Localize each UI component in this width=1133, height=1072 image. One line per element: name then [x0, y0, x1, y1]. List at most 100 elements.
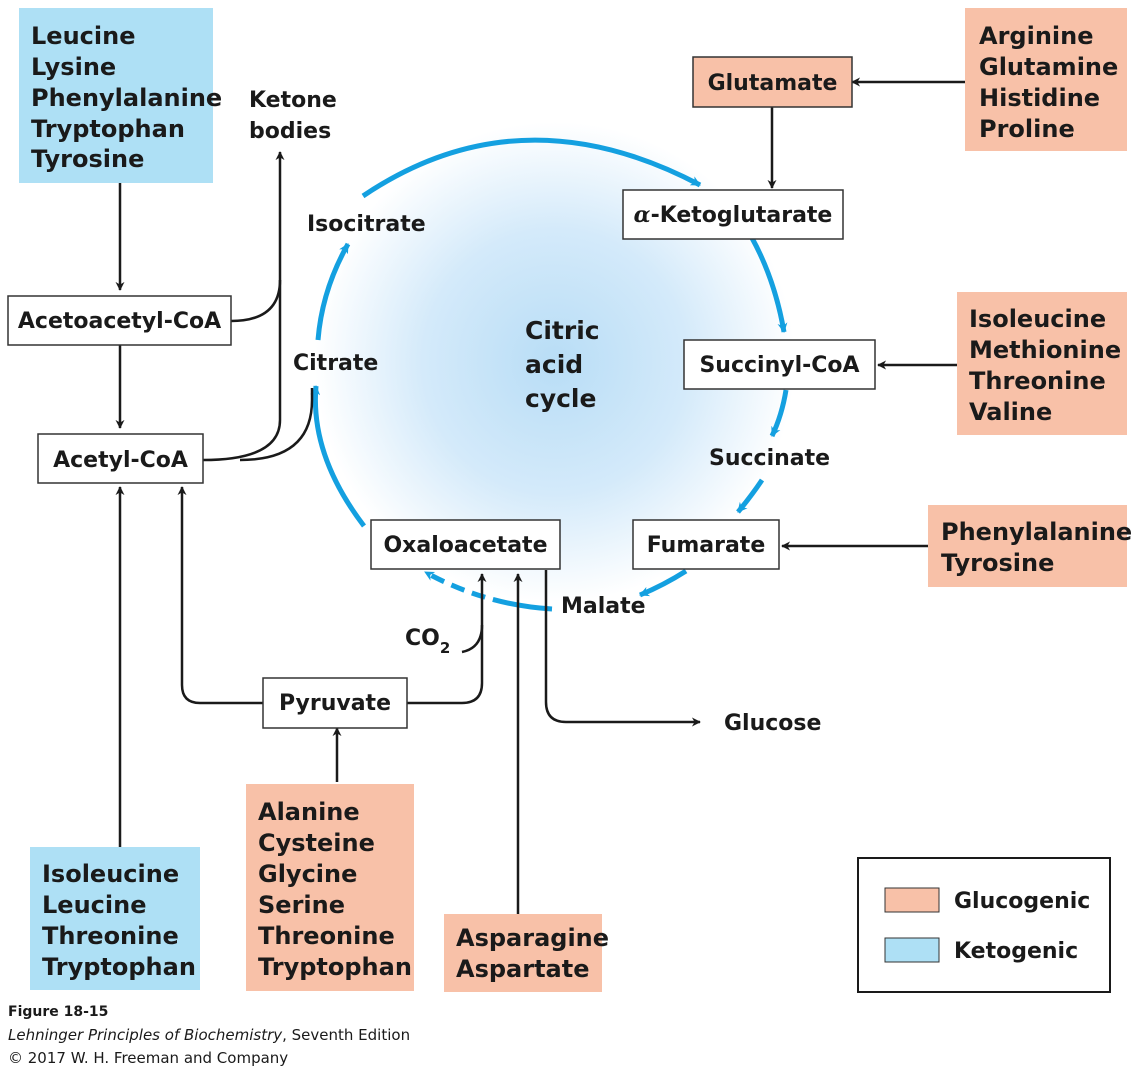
legend-swatch-ketogenic	[884, 937, 940, 963]
amino-acid-name: Isoleucine	[969, 305, 1106, 333]
cycle-arrow-fumarate-to-malate	[639, 568, 688, 598]
intermediate-pyruvate: Pyruvate	[262, 677, 408, 729]
cycle-arrow-succinate-to-fumarate	[736, 478, 765, 514]
arrow-acetyl-to-citrate	[239, 388, 314, 462]
amino-acid-name: Threonine	[969, 367, 1106, 395]
intermediate-box	[692, 56, 853, 108]
cycle-title: Citric	[525, 316, 600, 345]
arrow-acetyl-to-ketone	[202, 280, 282, 462]
copyright: © 2017 W. H. Freeman and Company	[8, 1049, 288, 1067]
co2-label: CO2	[405, 626, 450, 657]
amino-acid-name: Threonine	[42, 922, 179, 950]
cycle-title: acid	[525, 350, 583, 379]
arrow-pyruvate-to-oxaloacetate	[407, 573, 487, 705]
cycle-arrows	[310, 137, 789, 612]
intermediate-box	[37, 433, 204, 484]
intermediate-acetyl-coa: Acetyl-CoA	[37, 433, 204, 484]
amino-acid-name: Serine	[258, 891, 345, 919]
glucose-label: Glucose	[724, 711, 821, 736]
intermediate-label: α-Ketoglutarate	[634, 202, 833, 228]
amino-acid-name: Leucine	[31, 22, 135, 50]
amino-acid-name: Threonine	[258, 922, 395, 950]
connector-arrows	[115, 77, 965, 914]
group-box	[444, 914, 602, 992]
intermediate-box	[683, 339, 876, 390]
book-citation: Lehninger Principles of Biochemistry, Se…	[8, 1026, 410, 1044]
amino-acid-name: Proline	[979, 115, 1075, 143]
group-box	[30, 847, 200, 990]
amino-acid-group-fumarate: Phenylalanine Tyrosine	[928, 505, 1132, 587]
intermediate-box	[632, 519, 780, 570]
amino-acid-name: Tryptophan	[258, 953, 412, 981]
amino-acid-group-keto-top: Leucine Lysine Phenylalanine Tryptophan …	[19, 8, 222, 183]
intermediate-label: Acetoacetyl-CoA	[18, 309, 221, 334]
cycle-arrow-succinylcoa-to-succinate	[769, 389, 789, 438]
amino-acid-name: Tyrosine	[941, 549, 1054, 577]
amino-acid-name: Tryptophan	[42, 953, 196, 981]
amino-acid-name: Tyrosine	[31, 145, 144, 173]
malate-label: Malate	[561, 594, 646, 619]
legend: Glucogenic Ketogenic	[857, 857, 1111, 993]
intermediate-label: Pyruvate	[279, 691, 391, 716]
cycle-background	[315, 122, 795, 602]
amino-acid-name: Tryptophan	[31, 115, 185, 143]
isocitrate-label: Isocitrate	[307, 212, 426, 237]
intermediate-oxaloacetate: Oxaloacetate	[370, 519, 561, 570]
amino-acid-group-glutamate: Arginine Glutamine Histidine Proline	[965, 8, 1127, 151]
arrow-co2-hook	[461, 624, 484, 654]
intermediate-box	[262, 677, 408, 729]
amino-acid-name: Phenylalanine	[31, 84, 222, 112]
legend-frame	[857, 857, 1111, 993]
intermediate-label: Glutamate	[708, 71, 838, 96]
legend-label-ketogenic: Ketogenic	[954, 939, 1078, 964]
intermediate-succinyl-coa: Succinyl-CoA	[683, 339, 876, 390]
amino-acid-name: Aspartate	[456, 955, 590, 983]
amino-acid-name: Histidine	[979, 84, 1100, 112]
citrate-label: Citrate	[293, 351, 378, 376]
succinate-label: Succinate	[709, 446, 830, 471]
cycle-arrow-oxaloacetate-to-citrate	[310, 385, 366, 528]
group-box	[19, 8, 213, 183]
cycle-arrow-malate-to-oxaloacetate	[423, 569, 553, 612]
amino-acid-name: Isoleucine	[42, 860, 179, 888]
amino-acid-group-pyruvate: Alanine Cysteine Glycine Serine Threonin…	[246, 784, 414, 991]
intermediate-fumarate: Fumarate	[632, 519, 780, 570]
intermediate-box	[370, 519, 561, 570]
ketone-bodies-label: Ketone	[249, 88, 337, 113]
ketone-bodies-label: bodies	[249, 119, 331, 144]
arrow-pyruvate-to-acetyl	[177, 486, 263, 705]
cycle-arrow-citrate-to-isocitrate	[315, 242, 351, 341]
amino-acid-name: Leucine	[42, 891, 146, 919]
intermediate-box	[7, 295, 232, 346]
group-box	[957, 292, 1127, 435]
intermediate-alpha-ketoglutarate: α-Ketoglutarate	[622, 189, 844, 240]
amino-acid-name: Alanine	[258, 798, 360, 826]
legend-swatch-glucogenic	[884, 887, 940, 913]
intermediate-label: Oxaloacetate	[383, 533, 547, 558]
arrow-acetoacetyl-to-ketone	[230, 151, 285, 323]
amino-acid-name: Methionine	[969, 336, 1121, 364]
intermediate-label: Succinyl-CoA	[699, 353, 859, 378]
amino-acid-name: Valine	[969, 398, 1052, 426]
intermediate-label: Fumarate	[647, 533, 766, 558]
cycle-arrow-akg-to-succinylcoa	[749, 236, 788, 333]
intermediate-acetoacetyl-coa: Acetoacetyl-CoA	[7, 295, 232, 346]
figure-number: Figure 18-15	[8, 1004, 108, 1020]
intermediate-box	[622, 189, 844, 240]
group-box	[246, 784, 414, 991]
amino-acid-group-keto-bottom: Isoleucine Leucine Threonine Tryptophan	[30, 847, 200, 990]
intermediate-glutamate: Glutamate	[692, 56, 853, 108]
amino-acid-group-oxaloacetate: Asparagine Aspartate	[444, 914, 609, 992]
amino-acid-name: Lysine	[31, 53, 116, 81]
cycle-arrow-isocitrate-to-akg	[361, 137, 702, 199]
amino-acid-group-succinyl: Isoleucine Methionine Threonine Valine	[957, 292, 1127, 435]
legend-label-glucogenic: Glucogenic	[954, 889, 1090, 914]
amino-acid-name: Glutamine	[979, 53, 1118, 81]
arrow-oxaloacetate-to-glucose	[544, 570, 701, 727]
intermediate-label: Acetyl-CoA	[53, 448, 188, 473]
group-box	[965, 8, 1127, 151]
amino-acid-name: Phenylalanine	[941, 518, 1132, 546]
amino-acid-name: Arginine	[979, 22, 1094, 50]
